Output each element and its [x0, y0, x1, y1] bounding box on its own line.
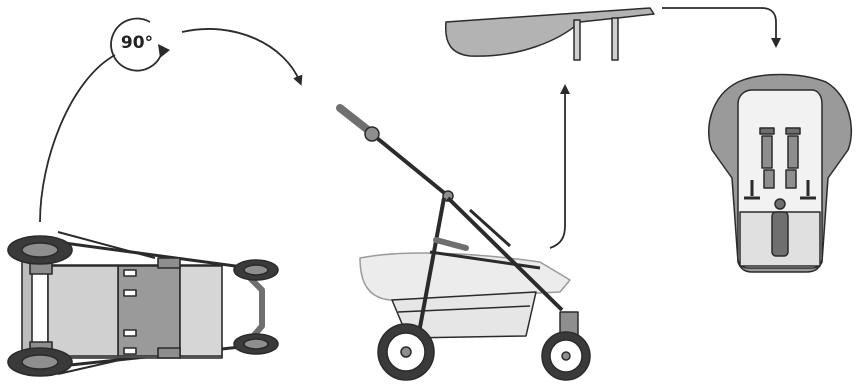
- seat-side-panel: [180, 266, 222, 356]
- push-handle: [340, 108, 368, 130]
- stroller-side-view: [340, 108, 590, 380]
- arrow-to-seat-pad: [662, 8, 776, 44]
- front-wheel-hub-side: [562, 352, 570, 360]
- seat-center-panel: [118, 266, 180, 356]
- rear-wheel-hub: [22, 355, 58, 369]
- front-wheel-hub: [244, 339, 268, 349]
- slot: [124, 290, 136, 296]
- folded-stroller-underside: [8, 232, 278, 376]
- canopy-mount-post: [612, 18, 618, 60]
- slot: [124, 348, 136, 354]
- crotch-strap: [772, 212, 788, 256]
- canopy-ghost: [360, 253, 570, 300]
- seat-pad-with-harness: [709, 75, 852, 273]
- front-bar: [250, 278, 262, 340]
- shoulder-strap: [762, 136, 772, 168]
- bumper-bar: [436, 240, 466, 248]
- canopy: [446, 8, 654, 56]
- strap-buckle: [764, 170, 774, 188]
- rotate-arrowhead: [158, 44, 170, 58]
- handle-tube: [372, 134, 448, 196]
- canopy-mount-post: [574, 20, 580, 60]
- handle-joint: [365, 127, 379, 141]
- joint-block: [158, 348, 180, 358]
- arrow-up-to-canopy: [550, 88, 565, 248]
- shoulder-strap: [788, 136, 798, 168]
- frame-tube: [42, 240, 250, 268]
- slot: [124, 330, 136, 336]
- rotation-label: 90°: [121, 33, 153, 53]
- buckle-center: [775, 199, 785, 209]
- strap-slot: [760, 128, 774, 134]
- canopy-removed: [446, 8, 654, 60]
- rear-wheel-hub-side: [401, 347, 411, 357]
- curve-arrow-to-stroller: [182, 29, 300, 82]
- joint-block: [158, 258, 180, 268]
- rear-wheel-hub: [22, 243, 58, 257]
- curve-arrow-up: [40, 55, 115, 222]
- rotation-indicator: 90°: [111, 19, 170, 71]
- front-wheel-hub: [244, 265, 268, 275]
- strap-buckle: [786, 170, 796, 188]
- seat-side-panel: [48, 266, 118, 356]
- slot: [124, 270, 136, 276]
- strap-slot: [786, 128, 800, 134]
